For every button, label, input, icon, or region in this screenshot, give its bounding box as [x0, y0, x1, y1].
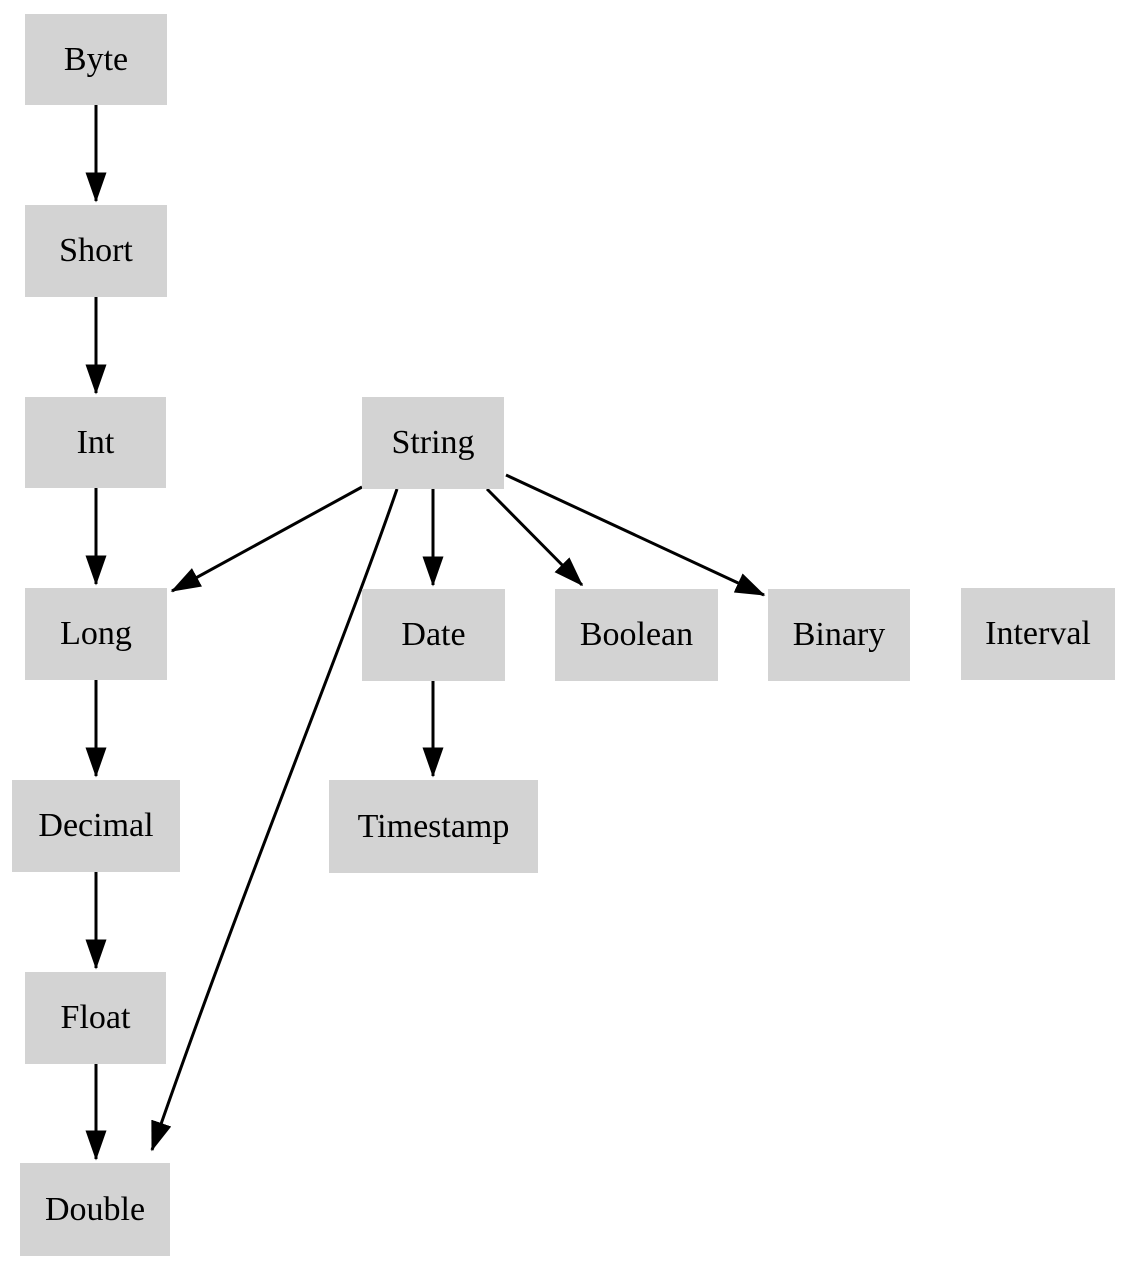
node-label-float: Float [60, 999, 131, 1036]
node-label-byte: Byte [63, 40, 129, 78]
node-short: Short [25, 205, 167, 297]
node-int: Int [25, 397, 166, 488]
node-label-long: Long [60, 615, 132, 652]
node-byte: Byte [25, 14, 167, 105]
node-label-int: Int [76, 423, 115, 461]
node-label-short: Short [59, 232, 133, 269]
node-label-binary: Binary [792, 616, 886, 653]
node-interval: Interval [961, 588, 1115, 680]
node-timestamp: Timestamp [329, 780, 538, 873]
edge-string-to-long [170, 485, 363, 593]
node-label-boolean: Boolean [579, 616, 694, 653]
node-string: String [362, 397, 504, 489]
node-label-interval: Interval [985, 615, 1091, 652]
node-label-timestamp: Timestamp [357, 807, 510, 845]
node-label-double: Double [44, 1190, 146, 1228]
node-binary: Binary [768, 589, 910, 681]
node-double: Double [20, 1163, 170, 1256]
edge-string-to-boolean [485, 487, 584, 587]
node-float: Float [25, 972, 166, 1064]
edge-string-to-binary [505, 473, 766, 597]
node-long: Long [25, 588, 167, 680]
node-boolean: Boolean [555, 589, 718, 681]
node-decimal: Decimal [12, 780, 180, 872]
node-date: Date [362, 589, 505, 681]
node-label-string: String [391, 424, 475, 461]
node-label-decimal: Decimal [38, 807, 154, 844]
node-label-date: Date [401, 616, 466, 653]
